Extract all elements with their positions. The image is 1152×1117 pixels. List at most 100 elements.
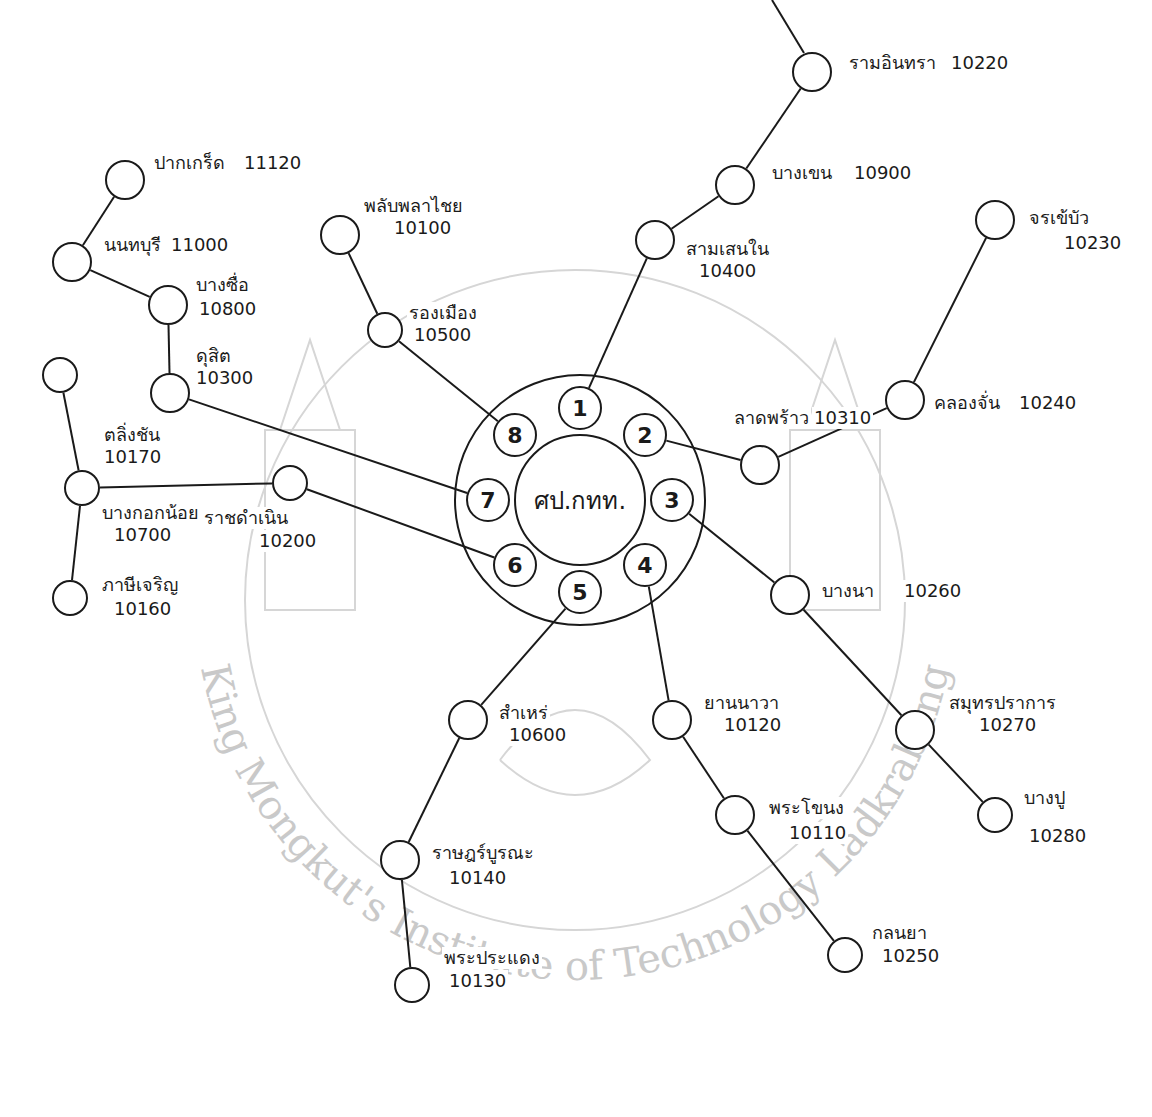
postal-code: 10600: [507, 724, 568, 746]
postal-code: 10100: [392, 217, 453, 239]
postal-code: 10160: [112, 598, 173, 620]
office-name: ราชดำเนิน: [202, 507, 290, 529]
route-line: [481, 609, 565, 705]
route-line: [63, 393, 78, 471]
postal-code: 10800: [197, 298, 258, 320]
postal-code: 11000: [169, 234, 230, 256]
office-name: บางเขน: [770, 162, 834, 184]
distribution-ring: [455, 375, 705, 625]
postal-code: 10400: [697, 260, 758, 282]
office-name: คลองจั่น: [932, 392, 1002, 414]
postal-code: 10120: [722, 714, 783, 736]
postal-code: 10300: [194, 367, 255, 389]
postal-code: 10270: [977, 714, 1038, 736]
circle-text-holder: 5: [560, 572, 600, 612]
office-name: รองเมือง: [407, 302, 479, 324]
route-number: 5: [572, 580, 587, 605]
route-line: [402, 880, 410, 967]
post-office-circle: บางกอกน้อย10700: [64, 470, 100, 506]
route-line: [589, 258, 647, 388]
post-office-circle: รามอินทรา10220: [792, 52, 832, 92]
office-name: ยานนาวา: [702, 692, 781, 714]
circle-text-holder: 2: [625, 415, 665, 455]
route-number: 6: [507, 553, 522, 578]
route-line: [169, 325, 170, 373]
route-number-circle: 5: [558, 570, 602, 614]
office-name: สำเหร่: [497, 702, 550, 724]
office-name: สามเสนใน: [684, 238, 771, 260]
postal-code: 10200: [257, 530, 318, 552]
post-office-circle: พระประแดง10130: [394, 967, 430, 1003]
office-name: พระโขนง: [767, 797, 846, 819]
post-office-circle: ตลิ่งชัน10170: [42, 357, 78, 393]
route-line: [100, 483, 272, 487]
route-line: [666, 441, 740, 460]
route-number-circle: 6: [493, 543, 537, 587]
post-office-circle: ภาษีเจริญ10160: [52, 580, 88, 616]
route-line: [72, 506, 80, 580]
office-name: ตลิ่งชัน: [102, 424, 162, 446]
post-office-circle: พลับพลาไชย10100: [320, 215, 360, 255]
route-number-circle: 2: [623, 413, 667, 457]
route-line: [649, 587, 669, 701]
watermark-text: King Mongkut's Institute of Technology L…: [192, 659, 958, 989]
route-number: 7: [480, 488, 495, 513]
office-name: สมุทรปราการ: [947, 692, 1058, 714]
route-line: [746, 89, 800, 169]
postal-code: 10240: [1017, 392, 1078, 414]
route-number-circle: 1: [558, 386, 602, 430]
route-line: [914, 238, 986, 382]
postal-code: 11120: [242, 152, 303, 174]
circle-text-holder: 6: [495, 545, 535, 585]
post-office-circle: ลาดพร้าว10310: [740, 445, 780, 485]
office-name: กลนยา: [870, 922, 929, 944]
route-number: 3: [664, 488, 679, 513]
office-name: บางกอกน้อย: [100, 502, 201, 524]
office-name: พลับพลาไชย: [362, 195, 465, 217]
postal-code: 10500: [412, 324, 473, 346]
route-line: [747, 831, 834, 941]
office-name: ราษฎร์บูรณะ: [430, 842, 536, 864]
postal-code: 10140: [447, 867, 508, 889]
route-number-circle: 4: [623, 543, 667, 587]
post-office-circle: สำเหร่10600: [448, 700, 488, 740]
postal-code: 10230: [1062, 232, 1123, 254]
postal-code: 10220: [949, 52, 1010, 74]
centre-name: ศป.กทท.: [534, 481, 626, 520]
office-name: ดุสิต: [194, 345, 233, 367]
post-office-circle: ราษฎร์บูรณะ10140: [380, 840, 420, 880]
post-office-circle: กลนยา10250: [827, 937, 863, 973]
office-name: จรเข้บัว: [1027, 207, 1091, 229]
route-line: [929, 745, 983, 802]
route-line: [399, 341, 498, 421]
circle-text-holder: 8: [495, 415, 535, 455]
route-line: [804, 610, 902, 716]
office-name: นนทบุรี: [102, 234, 163, 256]
post-office-circle: นนทบุรี11000: [52, 242, 92, 282]
route-number: 1: [572, 396, 587, 421]
route-continuation: [772, 0, 804, 53]
post-office-circle: รองเมือง10500: [367, 312, 403, 348]
watermark-seal: [245, 270, 905, 930]
post-office-circle: บางนา10260: [770, 575, 810, 615]
post-office-circle: คลองจั่น10240: [885, 380, 925, 420]
postal-code: 10110: [787, 822, 848, 844]
route-line: [409, 738, 460, 842]
watermark-text: King Mongkut's Institute of Technology L…: [192, 659, 958, 989]
post-office-circle: จรเข้บัว10230: [975, 200, 1015, 240]
route-number-circle: 3: [650, 478, 694, 522]
post-office-circle: บางเขน10900: [715, 165, 755, 205]
post-office-circle: ดุสิต10300: [150, 373, 190, 413]
postal-code: 10310: [812, 407, 873, 429]
postal-code: 10900: [852, 162, 913, 184]
office-name: ลาดพร้าว: [732, 407, 811, 429]
sorting-centre-circle: ศป.กทท.: [514, 434, 646, 566]
route-line: [90, 270, 149, 297]
postal-code: 10170: [102, 446, 163, 468]
office-name: ภาษีเจริญ: [100, 574, 180, 596]
post-office-circle: พระโขนง10110: [715, 795, 755, 835]
circle-text-holder: 7: [468, 480, 508, 520]
post-office-circle: บางซื่อ10800: [148, 285, 188, 325]
route-number-circle: 7: [466, 478, 510, 522]
